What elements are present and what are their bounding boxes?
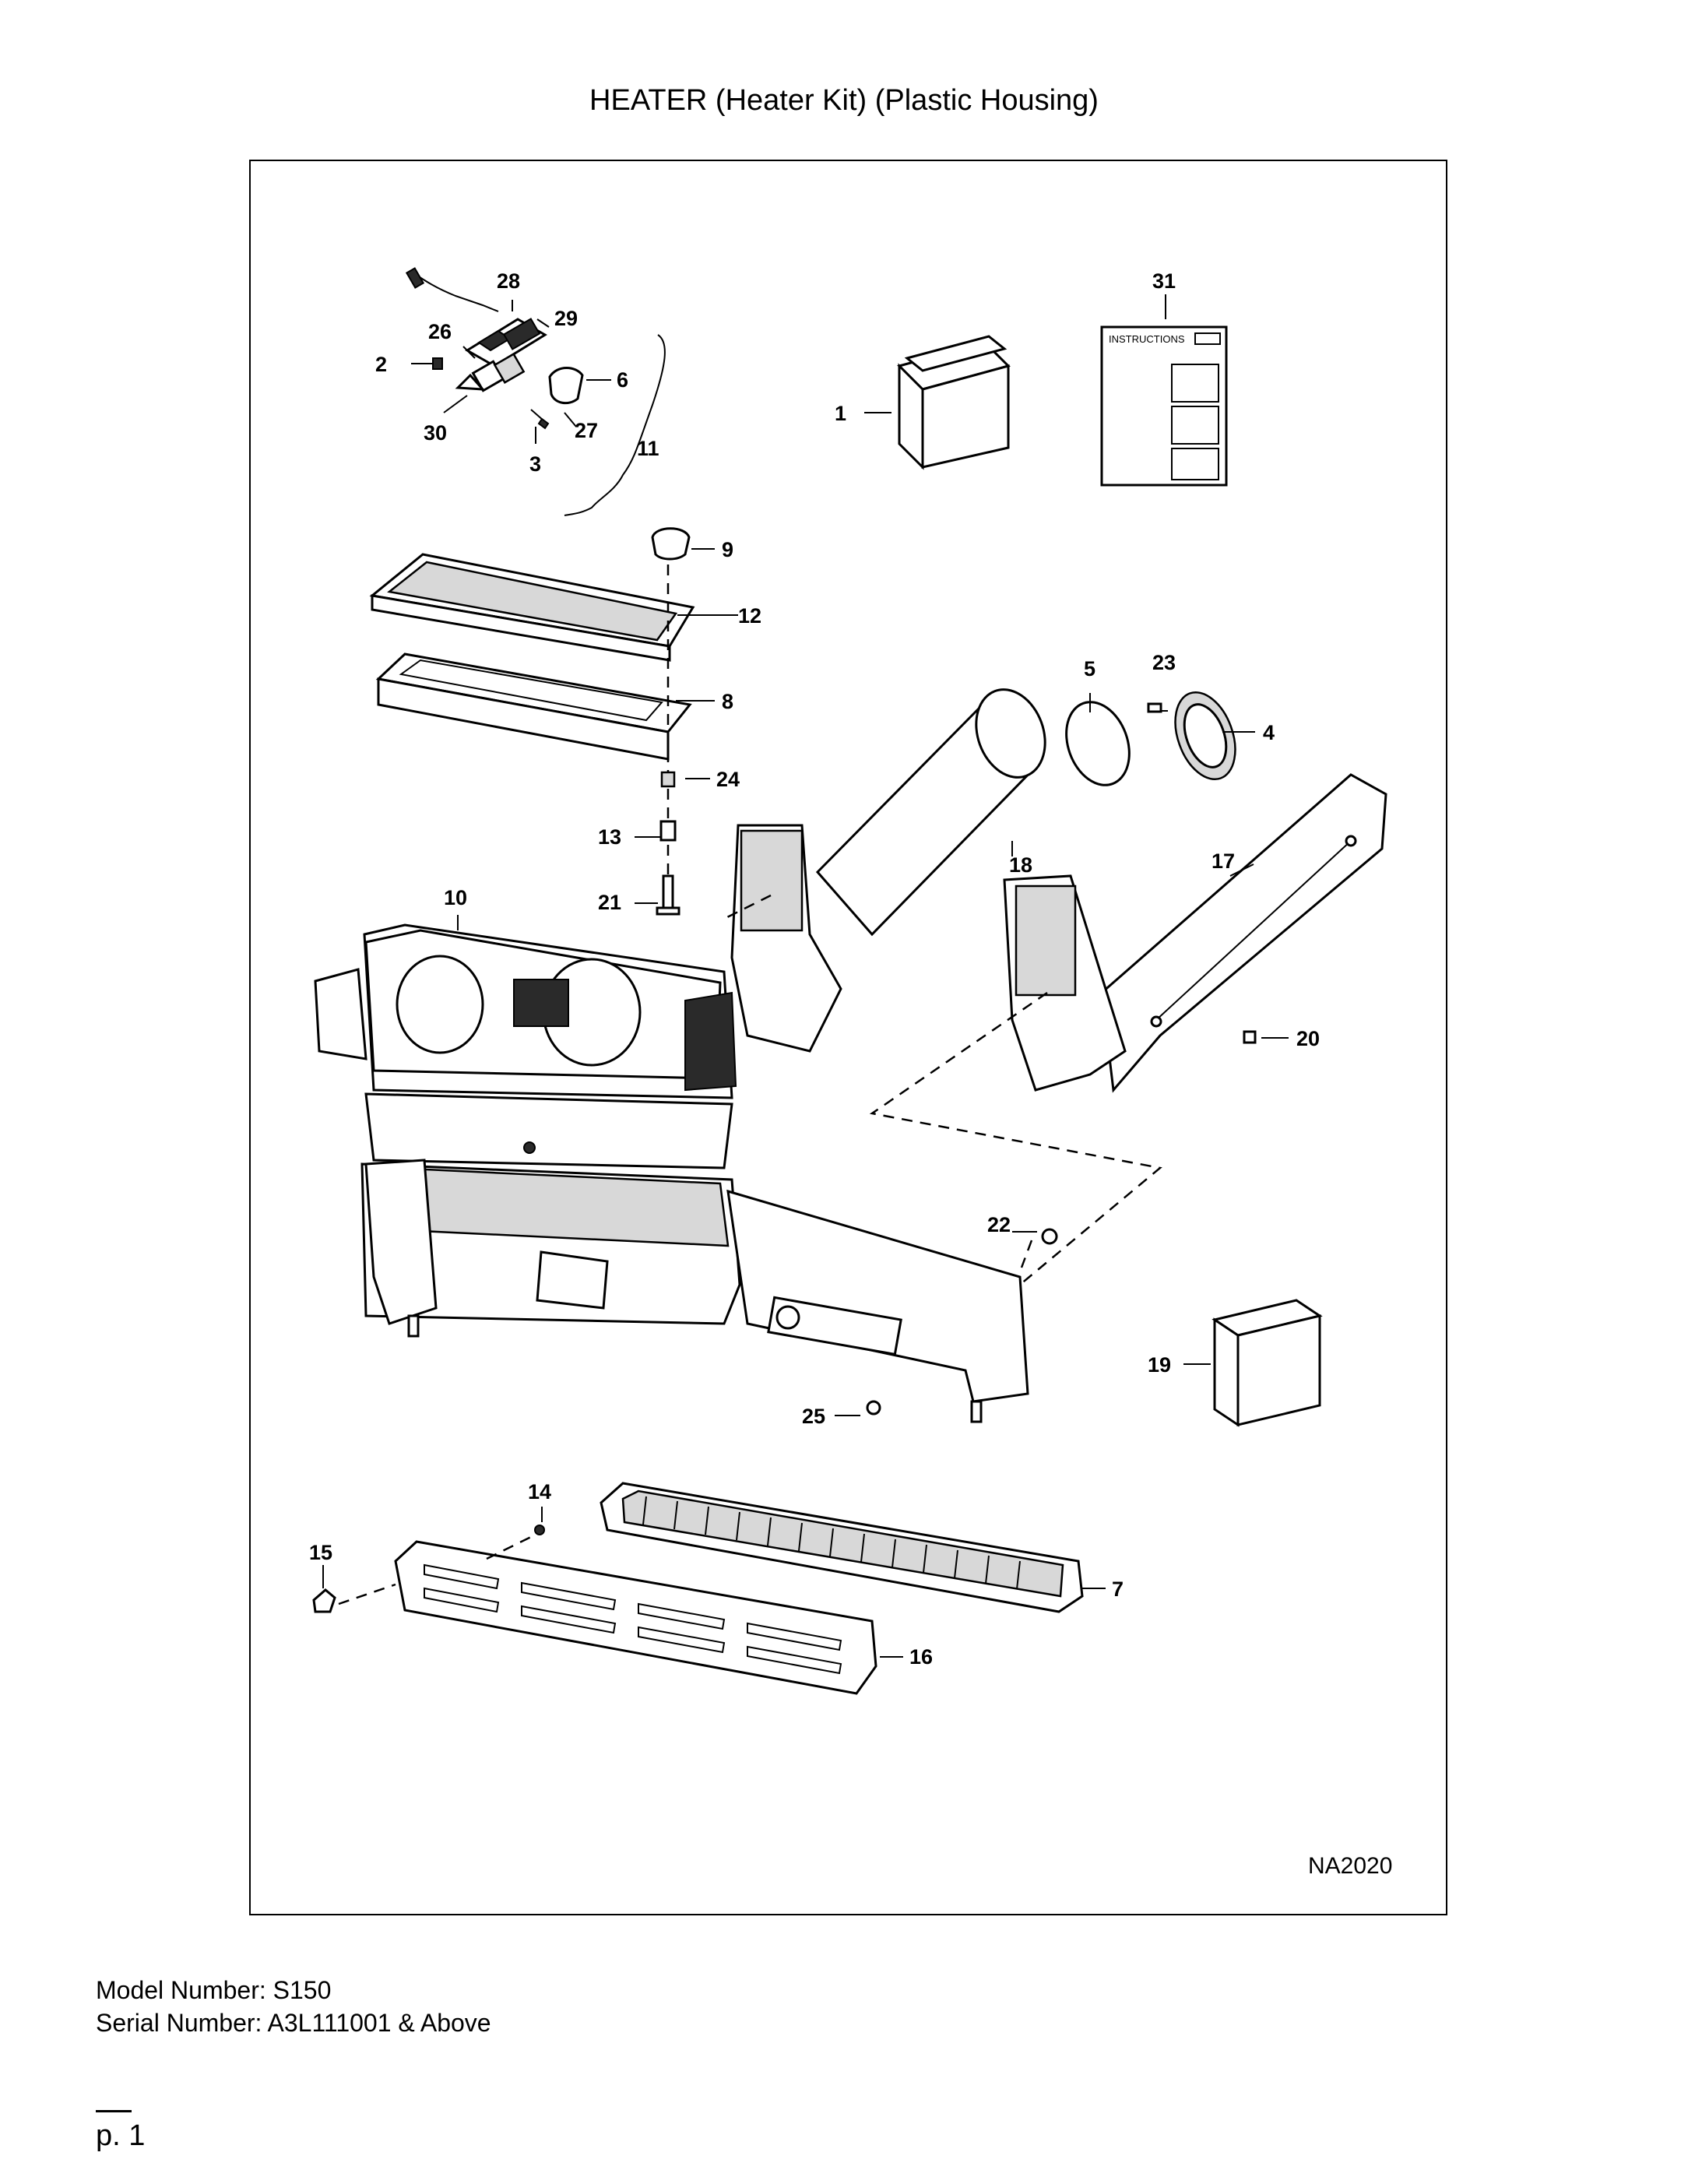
callout-29: 29 (554, 307, 578, 330)
page-number: p. 1 (96, 2119, 146, 2152)
page-title: HEATER (Heater Kit) (Plastic Housing) (589, 84, 1099, 117)
parts-box-1 (897, 335, 1011, 470)
instructions-sheet: INSTRUCTIONS (1100, 325, 1228, 487)
callout-18: 18 (1009, 853, 1032, 877)
callout-20: 20 (1296, 1027, 1320, 1050)
duct-link-line (869, 991, 1162, 1285)
callout-12: 12 (738, 604, 761, 628)
control-switch-assembly (405, 267, 666, 516)
callout-11: 11 (637, 437, 659, 460)
floor-duct (1003, 773, 1387, 1093)
callout-31: 31 (1152, 269, 1176, 293)
callout-labels: 1 2 3 4 5 6 7 8 9 10 11 12 13 14 15 16 1… (309, 269, 1320, 1669)
callout-14: 14 (528, 1480, 551, 1503)
callout-16: 16 (909, 1645, 933, 1669)
callout-5: 5 (1084, 657, 1095, 681)
model-number: Model Number: S150 (96, 1976, 332, 2004)
callout-8: 8 (722, 690, 733, 713)
callout-3: 3 (529, 452, 541, 476)
callout-1: 1 (835, 402, 846, 425)
instructions-label: INSTRUCTIONS (1109, 333, 1185, 345)
callout-7: 7 (1112, 1577, 1124, 1601)
fasteners (312, 1228, 1058, 1613)
callout-19: 19 (1148, 1353, 1171, 1377)
diagram-frame (249, 160, 1447, 1915)
leader-lines (322, 294, 1289, 1658)
callout-24: 24 (716, 768, 740, 791)
callout-13: 13 (598, 825, 621, 849)
recirc-filter (600, 1482, 1084, 1613)
callout-10: 10 (444, 886, 467, 909)
callout-26: 26 (428, 320, 452, 343)
bottom-grille (338, 1532, 877, 1695)
callout-28: 28 (497, 269, 520, 293)
top-grille-and-filter (369, 527, 695, 916)
callout-27: 27 (575, 419, 598, 442)
callout-17: 17 (1211, 849, 1235, 873)
callout-25: 25 (802, 1405, 825, 1428)
callout-2: 2 (375, 353, 387, 376)
serial-number: Serial Number: A3L111001 & Above (96, 2009, 491, 2037)
drawing-number: NA2020 (1308, 1853, 1393, 1879)
callout-6: 6 (617, 368, 628, 392)
defrost-duct (723, 688, 1236, 1053)
callout-4: 4 (1263, 721, 1275, 744)
callout-9: 9 (722, 538, 733, 561)
callout-21: 21 (598, 891, 621, 914)
callout-23: 23 (1152, 651, 1176, 674)
callout-22: 22 (987, 1213, 1011, 1236)
callout-15: 15 (309, 1541, 332, 1564)
page-rule (96, 2110, 132, 2112)
heater-housing (314, 923, 1029, 1423)
parts-box-19 (1211, 1299, 1323, 1427)
callout-30: 30 (424, 421, 447, 445)
